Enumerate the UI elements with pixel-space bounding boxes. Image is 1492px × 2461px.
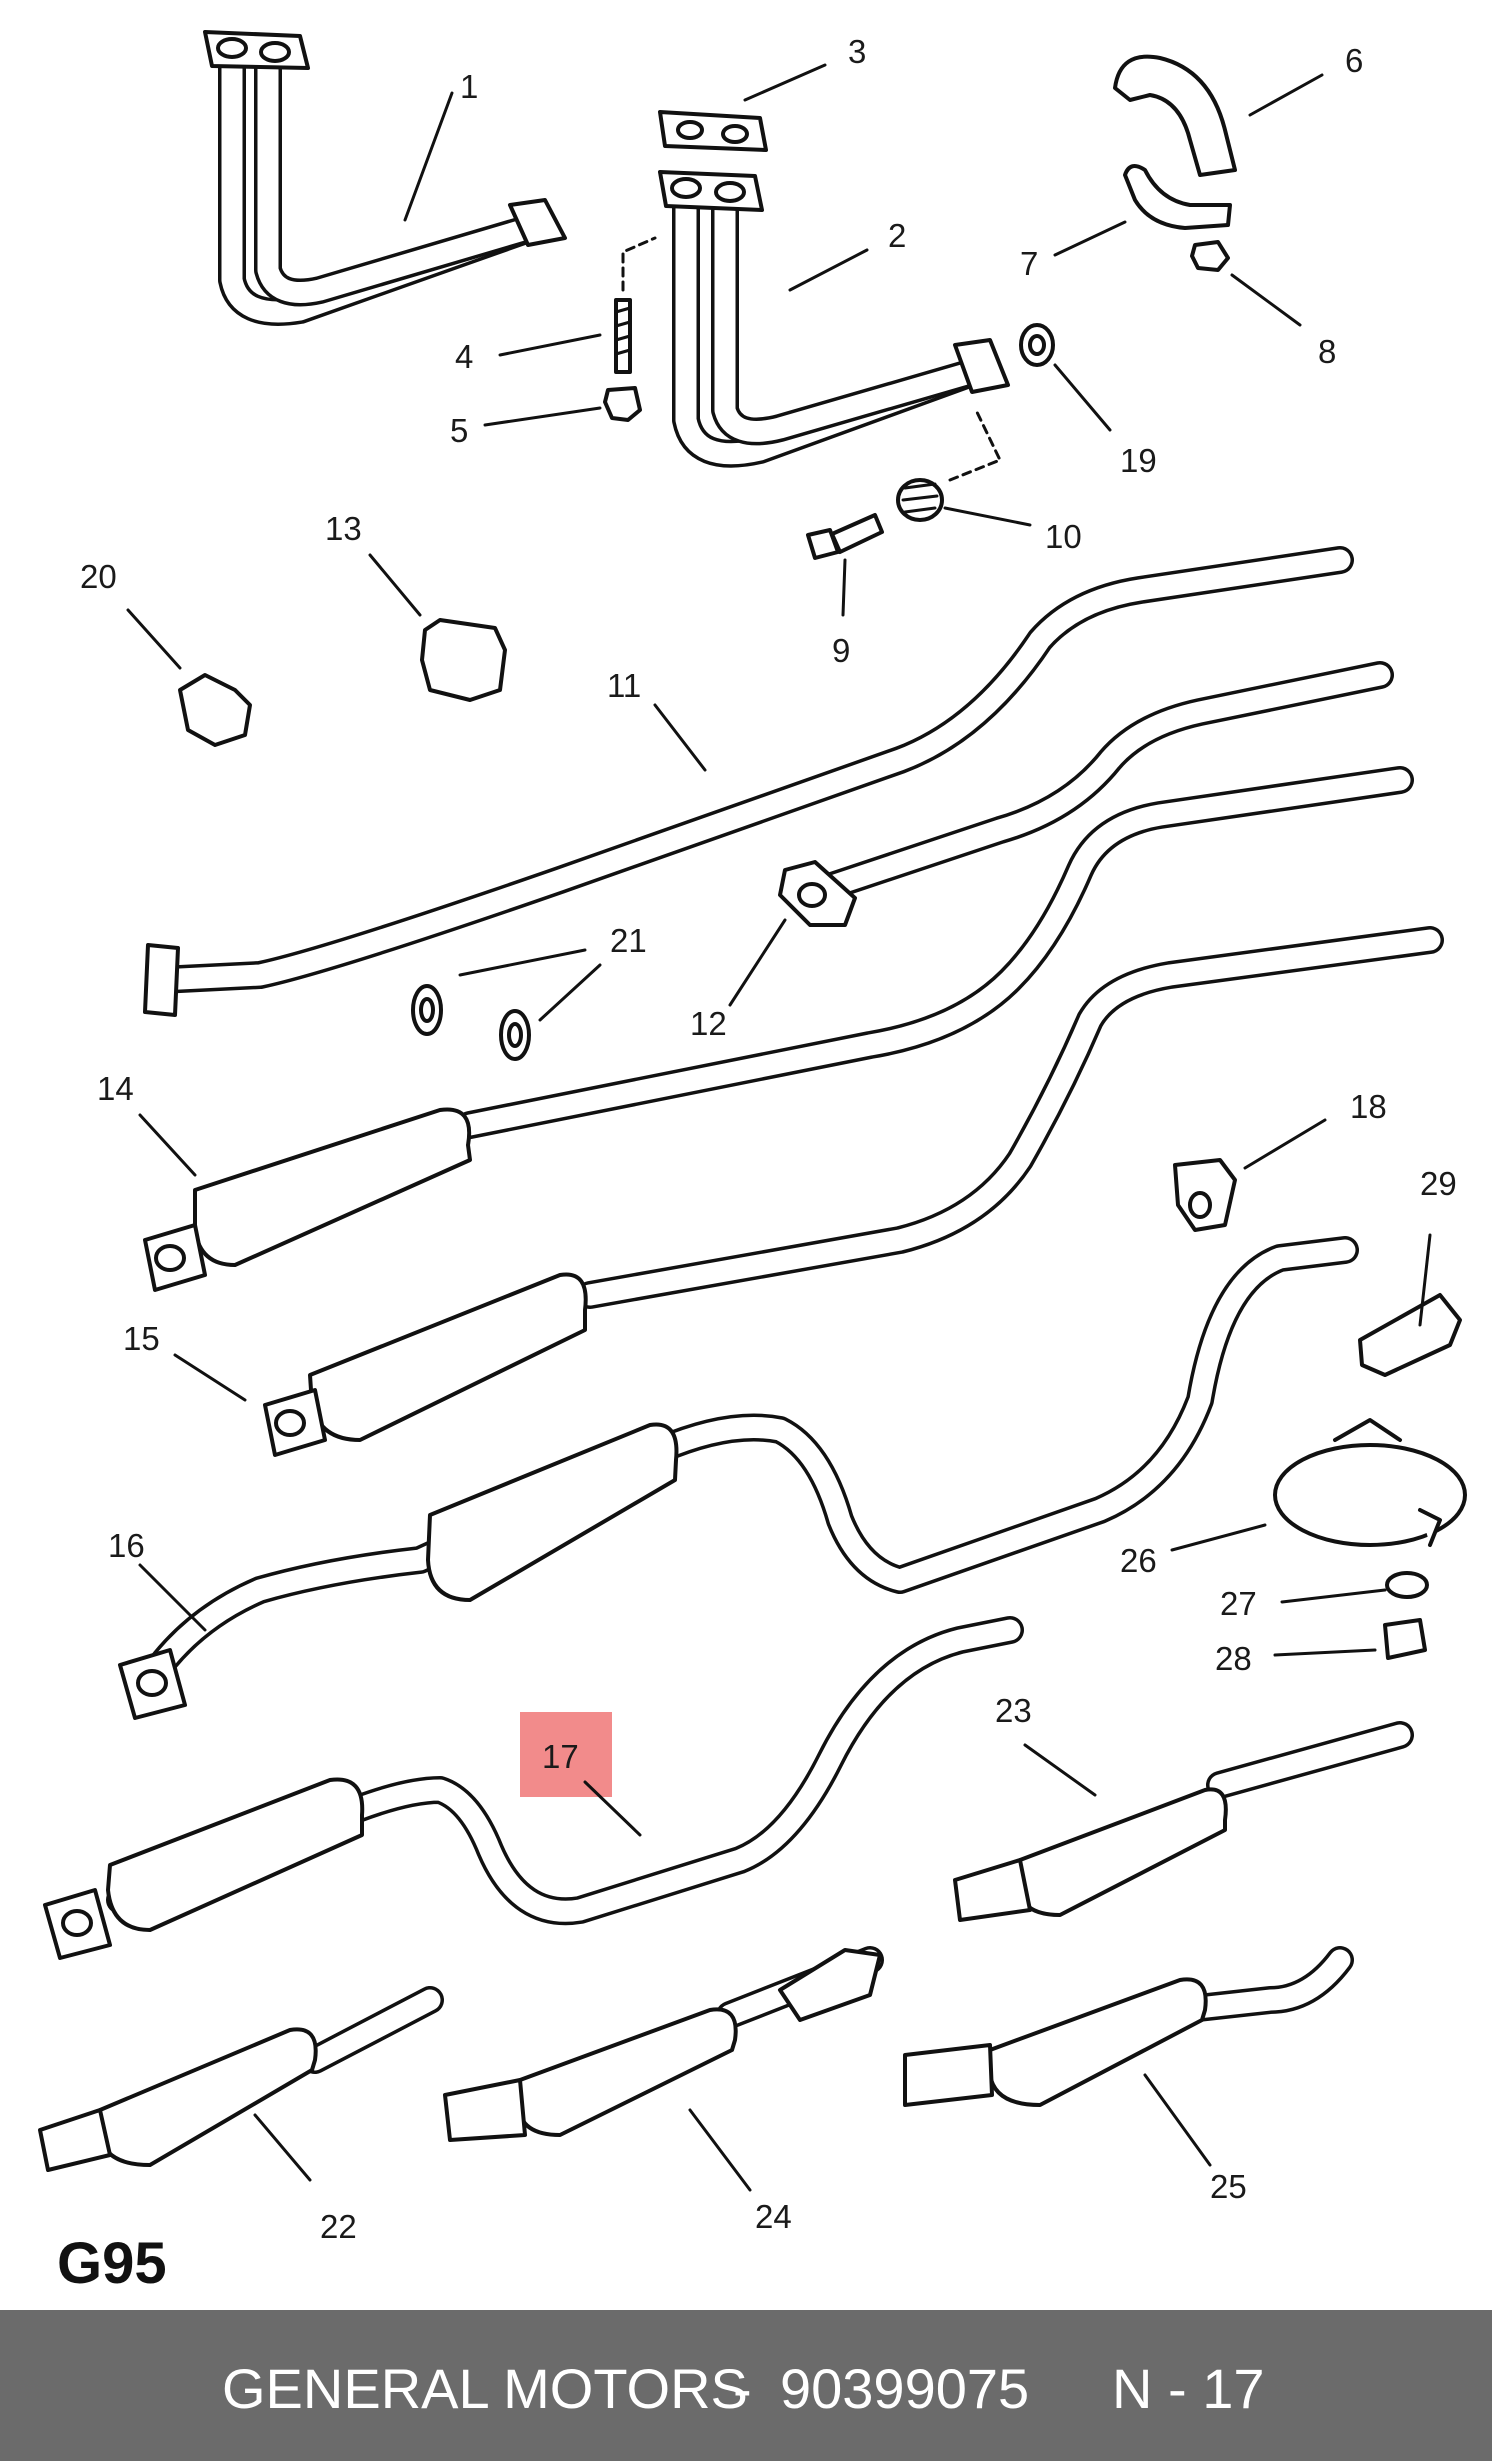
callout-6: 6 — [1345, 42, 1363, 79]
callout-9: 9 — [832, 632, 850, 669]
part-8-nut[interactable] — [1190, 240, 1230, 272]
footer-brand: GENERAL MOTORS — [222, 2357, 748, 2420]
part-17-silencer[interactable] — [43, 1616, 1024, 1960]
part-27-washer[interactable] — [1385, 1571, 1429, 1599]
callout-16: 16 — [108, 1527, 145, 1564]
callout-4: 4 — [455, 338, 473, 375]
exhaust-parts-diagram: 1 3 6 2 7 4 8 5 19 13 10 20 9 11 21 12 1… — [38, 30, 1467, 2296]
callout-14: 14 — [97, 1070, 134, 1107]
callout-13: 13 — [325, 510, 362, 547]
callout-15: 15 — [123, 1320, 160, 1357]
callout-20: 20 — [80, 558, 117, 595]
part-26-clamp[interactable] — [1273, 1418, 1467, 1547]
part-20-mount[interactable] — [178, 673, 252, 747]
part-2-front-pipe[interactable] — [658, 170, 1010, 468]
part-28-nut[interactable] — [1383, 1618, 1427, 1660]
footer-bar: GENERAL MOTORS - 90399075 N - 17 — [0, 2310, 1492, 2461]
part-29-bracket[interactable] — [1358, 1293, 1462, 1377]
callout-24: 24 — [755, 2198, 792, 2235]
callout-17: 17 — [542, 1738, 579, 1775]
callout-21: 21 — [610, 922, 647, 959]
part-22-silencer[interactable] — [38, 1986, 444, 2172]
footer-part-number: 90399075 — [780, 2357, 1029, 2420]
callout-highlight — [520, 1712, 612, 1797]
callout-19: 19 — [1120, 442, 1157, 479]
part-23-silencer[interactable] — [953, 1721, 1414, 1922]
callout-18: 18 — [1350, 1088, 1387, 1125]
footer-position-ref: N - 17 — [1112, 2357, 1265, 2420]
part-7-clamp[interactable] — [1123, 164, 1232, 230]
callout-11: 11 — [607, 667, 641, 704]
part-15-silencer[interactable] — [263, 926, 1444, 1457]
diagram-code: G95 — [57, 2231, 167, 2296]
part-16-silencer[interactable] — [118, 1236, 1359, 1720]
callout-22: 22 — [320, 2208, 357, 2245]
callout-5: 5 — [450, 412, 468, 449]
callout-23: 23 — [995, 1692, 1032, 1729]
callout-3: 3 — [848, 33, 866, 70]
part-1-front-pipe[interactable] — [203, 30, 567, 326]
callout-26: 26 — [1120, 1542, 1157, 1579]
leader-lines — [126, 63, 1432, 2192]
part-10-spring[interactable] — [896, 406, 1003, 522]
part-5-nut[interactable] — [603, 386, 642, 422]
part-11-intermediate-pipe[interactable] — [143, 546, 1354, 1017]
footer-separator: - — [733, 2357, 752, 2420]
callout-2: 2 — [888, 217, 906, 254]
callout-25: 25 — [1210, 2168, 1247, 2205]
part-19-ring[interactable] — [1019, 323, 1055, 367]
callout-labels: 1 3 6 2 7 4 8 5 19 13 10 20 9 11 21 12 1… — [80, 33, 1457, 2245]
callout-29: 29 — [1420, 1165, 1457, 1202]
callout-27: 27 — [1220, 1585, 1257, 1622]
part-14-silencer[interactable] — [143, 766, 1414, 1292]
part-18-hanger[interactable] — [1173, 1158, 1237, 1232]
callout-12: 12 — [690, 1005, 727, 1042]
part-3-gasket[interactable] — [658, 110, 768, 152]
part-24-silencer[interactable] — [443, 1946, 884, 2142]
callout-10: 10 — [1045, 518, 1082, 555]
part-9-bolt[interactable] — [806, 513, 884, 560]
part-13-mount[interactable] — [420, 618, 507, 702]
part-6-clamp[interactable] — [1113, 54, 1237, 177]
callout-8: 8 — [1318, 333, 1336, 370]
part-12-pipe[interactable] — [778, 661, 1394, 927]
callout-7: 7 — [1020, 245, 1038, 282]
part-21-gaskets[interactable] — [411, 984, 531, 1061]
part-25-silencer[interactable] — [903, 1946, 1354, 2107]
callout-28: 28 — [1215, 1640, 1252, 1677]
callout-1: 1 — [460, 68, 478, 105]
part-4-stud[interactable] — [614, 236, 657, 374]
